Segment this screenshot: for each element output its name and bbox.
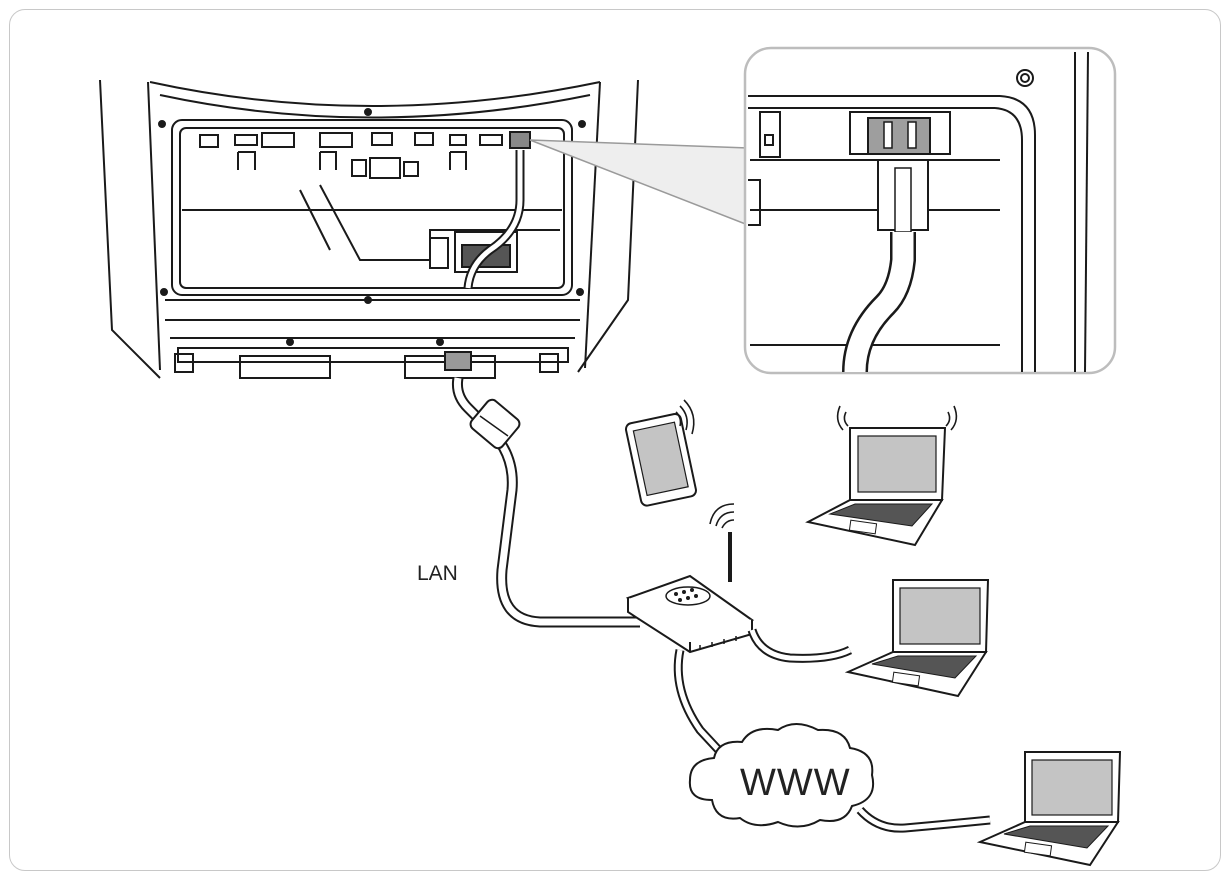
ethernet-cable-internet bbox=[673, 649, 730, 762]
inverter-connection-area bbox=[99, 79, 639, 379]
internet-cable-laptop bbox=[856, 806, 991, 833]
laptop-wireless bbox=[805, 405, 958, 547]
www-label: WWW bbox=[740, 762, 851, 804]
internet-cloud bbox=[688, 723, 874, 828]
lan-cable bbox=[452, 377, 640, 628]
network-router bbox=[625, 503, 755, 654]
wifi-signal-icon bbox=[709, 503, 735, 529]
laptop-wired bbox=[844, 579, 990, 698]
ethernet-cable-laptop bbox=[747, 628, 853, 663]
rj45-socket-detail bbox=[743, 46, 1117, 375]
cable-gland-nut bbox=[469, 398, 521, 450]
wifi-signal-icon bbox=[675, 399, 695, 435]
lan-label: LAN bbox=[417, 562, 458, 585]
tablet-wireless bbox=[624, 399, 697, 507]
wifi-signal-icon bbox=[836, 405, 958, 431]
laptop-remote bbox=[976, 751, 1122, 867]
